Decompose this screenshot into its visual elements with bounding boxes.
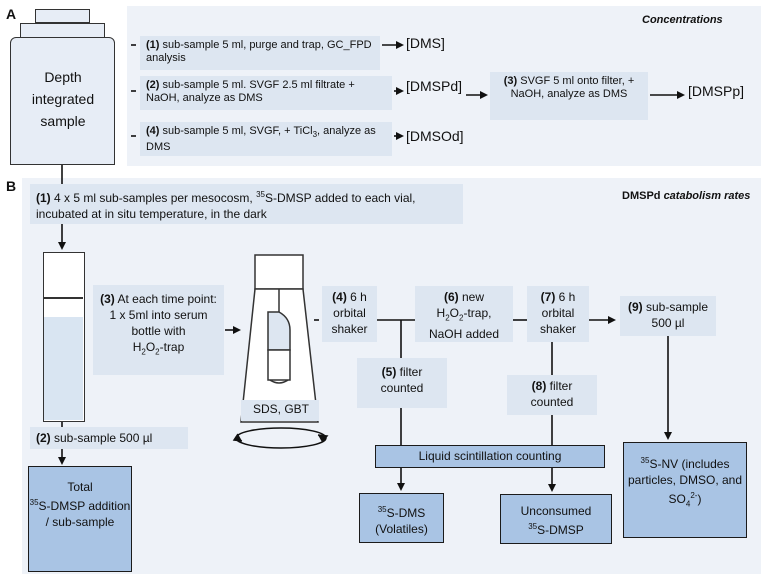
out-dmsp-p: [DMSPp]	[688, 83, 745, 99]
serum-bottle-flask	[240, 254, 319, 423]
trap-cup	[267, 349, 291, 381]
out-dmsod: [DMSOd]	[406, 128, 464, 144]
b-step-1: (1) 4 x 5 ml sub-samples per mesocosm, 3…	[30, 184, 463, 224]
trap-base	[269, 379, 289, 384]
h2o2-trap	[267, 311, 291, 351]
b-step-7: (7) 6 h orbital shaker	[527, 286, 589, 342]
vial-liquid	[44, 317, 83, 420]
b-step-5: (5) filter counted	[357, 358, 447, 408]
flask-liquid	[241, 400, 319, 421]
bottle-neck	[20, 23, 105, 37]
b-step-2: (2) sub-sample 500 µl	[30, 427, 188, 449]
vial	[43, 252, 85, 422]
orbital-rotation-icon	[232, 427, 329, 449]
sample-label: Depth integrated sample	[31, 69, 95, 129]
b-step-4: (4) 6 h orbital shaker	[322, 286, 377, 342]
b-step-9: (9) sub-sample 500 µl	[620, 296, 716, 336]
panel-b-title: DMSPd catabolism rates	[622, 190, 751, 202]
volatiles-box: 35S-DMS (Volatiles)	[359, 493, 444, 543]
vial-rim	[44, 297, 83, 299]
a-step-1: (1) sub-sample 5 ml, purge and trap, GC_…	[140, 36, 380, 70]
out-dms: [DMS]	[406, 35, 445, 51]
b-step-6: (6) new H2O2-trap, NaOH added	[415, 286, 513, 342]
b-step-3: (3) At each time point: 1 x 5ml into ser…	[93, 285, 224, 375]
bottle-cap	[35, 9, 90, 23]
out-dmspd: [DMSPd]	[406, 78, 463, 94]
flask-label: SDS, GBT	[252, 402, 309, 416]
panel-a-letter: A	[6, 6, 17, 22]
sample-bottle: Depth integrated sample	[10, 37, 115, 165]
liquid-scintillation-box: Liquid scintillation counting	[375, 445, 605, 468]
b-step-8: (8) filter counted	[507, 375, 597, 415]
non-volatile-box: 35S-NV (includes particles, DMSO, and SO…	[623, 442, 747, 538]
a-step-4: (4) sub-sample 5 ml, SVGF, + TiCl3, anal…	[140, 122, 392, 156]
flask-neck	[254, 254, 304, 290]
panel-b-letter: B	[6, 178, 17, 194]
panel-a-title: Concentrations	[642, 14, 723, 26]
a-step-2: (2) sub-sample 5 ml. SVGF 2.5 ml filtrat…	[140, 76, 392, 110]
a-step-3: (3) SVGF 5 ml onto filter, + NaOH, analy…	[490, 72, 648, 120]
